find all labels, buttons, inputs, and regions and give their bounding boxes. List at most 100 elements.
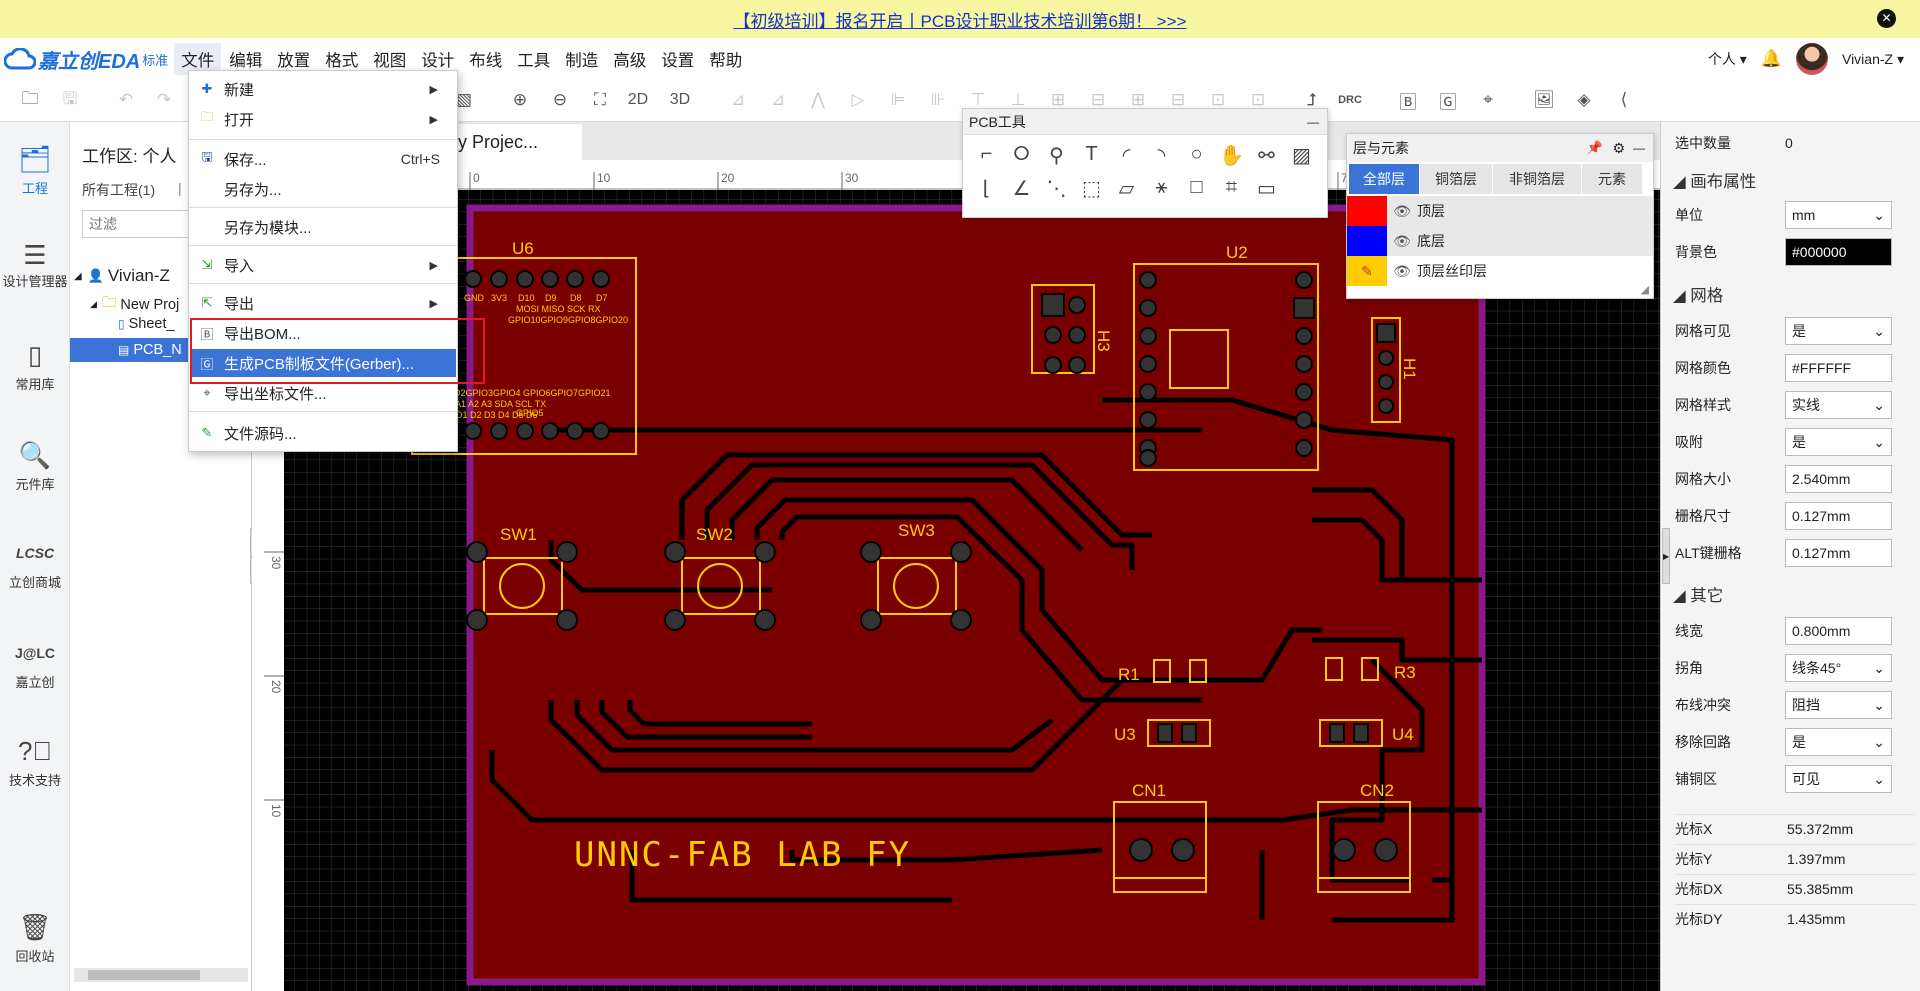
- net-icon[interactable]: ⋱: [1046, 178, 1067, 200]
- copper-area-select[interactable]: 可见⌄: [1785, 765, 1892, 793]
- via-icon[interactable]: ⚲: [1049, 145, 1064, 167]
- photo-icon[interactable]: ▭: [1257, 178, 1276, 200]
- menu-export-coordinates[interactable]: ⌖导出坐标文件...: [190, 379, 456, 407]
- component-h1[interactable]: H1: [1371, 317, 1419, 423]
- background-color-input[interactable]: #000000: [1785, 238, 1892, 266]
- layer-color-swatch[interactable]: [1347, 226, 1387, 256]
- share-icon[interactable]: ⟨: [1620, 90, 1628, 109]
- collapse-right-panel-handle[interactable]: ▶: [1662, 528, 1670, 584]
- tab-all-layers[interactable]: 全部层: [1349, 164, 1419, 194]
- menu-design[interactable]: 设计: [421, 52, 455, 70]
- unit-select[interactable]: mm⌄: [1785, 201, 1892, 229]
- zoom-out-icon[interactable]: ⊖: [552, 90, 568, 109]
- nav-support[interactable]: ?⃝ 技术支持: [0, 736, 70, 789]
- circle-icon[interactable]: ○: [1190, 143, 1203, 165]
- layers-stack-icon[interactable]: ◈: [1577, 90, 1591, 109]
- eye-icon[interactable]: 👁: [1393, 202, 1411, 219]
- grid-align-icon[interactable]: ⊡: [1210, 90, 1226, 109]
- layer-color-swatch[interactable]: [1347, 196, 1387, 226]
- menu-tools[interactable]: 工具: [517, 52, 551, 70]
- align-top-icon[interactable]: ⊤: [970, 90, 986, 109]
- grid-visible-select[interactable]: 是⌄: [1785, 317, 1892, 345]
- route-icon[interactable]: ⮥: [1306, 90, 1318, 109]
- snap-select[interactable]: 是⌄: [1785, 428, 1892, 456]
- pcb-tools-header[interactable]: PCB工具 —: [963, 109, 1327, 135]
- connect-icon[interactable]: ⚯: [1258, 145, 1275, 167]
- corner-select[interactable]: 线条45°⌄: [1785, 654, 1892, 682]
- user-menu[interactable]: Vivian-Z ▾: [1841, 50, 1904, 67]
- menu-place[interactable]: 放置: [277, 52, 311, 70]
- gerber-icon[interactable]: 🄶: [1439, 92, 1457, 112]
- remove-loop-select[interactable]: 是⌄: [1785, 728, 1892, 756]
- filter-input[interactable]: [82, 210, 192, 238]
- flip-icon[interactable]: ⋀: [811, 90, 825, 109]
- menu-route[interactable]: 布线: [469, 52, 503, 70]
- grid-color-input[interactable]: #FFFFFF: [1785, 354, 1892, 382]
- pan-icon[interactable]: ✋: [1219, 145, 1244, 167]
- avatar[interactable]: [1795, 43, 1828, 75]
- tab-non-copper-layers[interactable]: 非铜箔层: [1493, 164, 1581, 194]
- fit-view-icon[interactable]: ⛶: [594, 90, 606, 109]
- menu-file[interactable]: 文件: [174, 43, 222, 75]
- component-sw1[interactable]: SW1: [466, 525, 578, 631]
- pcb-canvas[interactable]: 010203040506070 40302010 U6 5V: [252, 160, 1660, 991]
- grid-size-input[interactable]: 2.540mm: [1785, 465, 1892, 493]
- menu-export[interactable]: ⇱导出▶: [190, 289, 456, 317]
- eye-icon[interactable]: 👁: [1393, 262, 1411, 279]
- zoom-in-icon[interactable]: ⊕: [512, 90, 528, 109]
- menu-advanced[interactable]: 高级: [613, 52, 647, 70]
- dimension-icon[interactable]: ⌊: [982, 178, 991, 200]
- hole-icon[interactable]: ⚹: [1155, 176, 1168, 198]
- eye-icon[interactable]: 👁: [1393, 232, 1411, 249]
- horizontal-scrollbar[interactable]: [74, 968, 248, 982]
- component-r3[interactable]: R3: [1325, 657, 1416, 682]
- component-u2[interactable]: U2: [1133, 243, 1319, 471]
- menu-save[interactable]: 🖫保存...Ctrl+S: [190, 145, 456, 173]
- minimize-icon[interactable]: —: [1307, 114, 1319, 129]
- arc2-icon[interactable]: ◝: [1157, 145, 1166, 167]
- view-2d-button[interactable]: 2D: [627, 91, 649, 108]
- nav-common-lib[interactable]: ▯ 常用库: [0, 340, 70, 393]
- menu-open[interactable]: 🗀打开▶: [190, 105, 456, 133]
- workspace-mode-select[interactable]: 个人 ▾: [1707, 51, 1747, 67]
- nav-trash[interactable]: 🗑 回收站: [0, 912, 70, 965]
- align-icon-2[interactable]: ⊿: [770, 90, 786, 109]
- conflict-select[interactable]: 阻挡⌄: [1785, 691, 1892, 719]
- redo-icon[interactable]: ↷: [156, 90, 172, 109]
- bom-icon[interactable]: 🄱: [1399, 92, 1417, 112]
- menu-new[interactable]: ✚新建▶: [190, 75, 456, 103]
- menu-view[interactable]: 视图: [373, 52, 407, 70]
- tab-pcb[interactable]: y Projec...: [452, 124, 582, 160]
- menu-edit[interactable]: 编辑: [229, 52, 263, 70]
- component-h3[interactable]: H3: [1031, 284, 1113, 374]
- component-sw3[interactable]: SW3: [860, 521, 972, 631]
- menu-settings[interactable]: 设置: [661, 52, 695, 70]
- component-r1[interactable]: R1: [1118, 659, 1207, 684]
- track-icon[interactable]: ⌐: [980, 143, 993, 165]
- align-left-icon[interactable]: ⊫: [890, 90, 906, 109]
- nav-design-manager[interactable]: ☰ 设计管理器: [0, 240, 70, 290]
- rotate-icon[interactable]: ▷: [851, 90, 865, 109]
- layer-icon[interactable]: ▧: [455, 90, 473, 109]
- workspace-label[interactable]: 工作区: 个人: [82, 147, 177, 166]
- align-icon-1[interactable]: ⊿: [730, 90, 746, 109]
- layer-row-top-silk[interactable]: ✎ 👁 顶层丝印层: [1347, 256, 1653, 286]
- save-icon[interactable]: 🖫: [62, 88, 78, 108]
- promo-banner-link[interactable]: 【初级培训】报名开启丨PCB设计职业技术培训第6期！ >>>: [733, 11, 1187, 31]
- align-center-icon[interactable]: ⊞: [1050, 90, 1066, 109]
- component-u3[interactable]: U3: [1114, 719, 1211, 747]
- tree-user[interactable]: ◢ 👤 Vivian-Z: [74, 266, 170, 286]
- menu-fabrication[interactable]: 制造: [565, 52, 599, 70]
- gear-icon[interactable]: ⚙: [1612, 139, 1625, 156]
- layers-header[interactable]: 层与元素 📌 ⚙ —: [1347, 134, 1653, 162]
- nav-jlc[interactable]: J@LC 嘉立创: [0, 638, 70, 691]
- line-width-input[interactable]: 0.800mm: [1785, 617, 1892, 645]
- menu-save-as-module[interactable]: 另存为模块...: [190, 213, 456, 241]
- canvas-origin-icon[interactable]: ⌗: [1225, 176, 1238, 198]
- layer-row-bottom[interactable]: 👁 底层: [1347, 226, 1653, 256]
- section-other[interactable]: ◢ 其它: [1673, 587, 1724, 605]
- pad-icon[interactable]: ⭘: [1013, 143, 1030, 165]
- image-icon[interactable]: ▨: [1292, 145, 1311, 167]
- pin-icon[interactable]: 📌: [1586, 140, 1603, 155]
